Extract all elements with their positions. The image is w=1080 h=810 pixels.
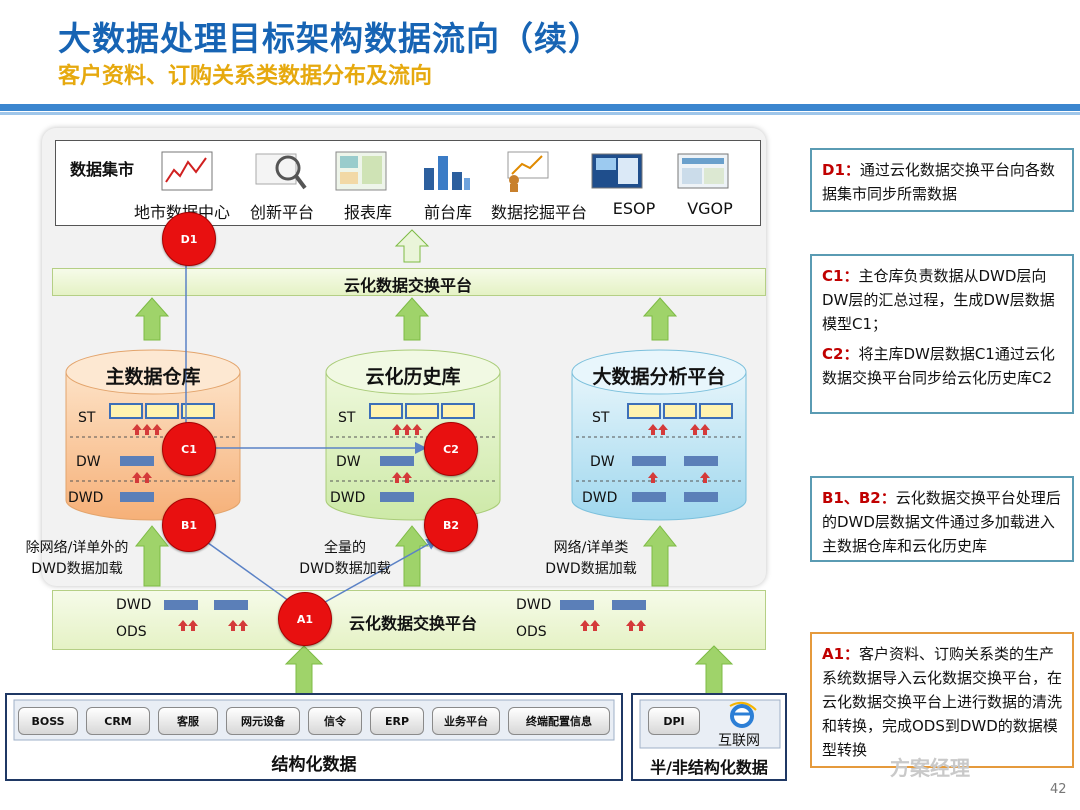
source-signaling: 信令 xyxy=(308,707,362,735)
note-b-text: 云化数据交换平台处理后的DWD层数据文件通过多加载进入主数据仓库和云化历史库 xyxy=(822,489,1061,555)
layer-ods-label: ODS xyxy=(116,624,147,640)
header-rule xyxy=(0,104,1080,111)
vgop-screen-icon xyxy=(677,153,729,189)
magnifier-icon xyxy=(255,153,307,190)
source-terminal-config: 终端配置信息 xyxy=(508,707,610,735)
bigdata-platform-title: 大数据分析平台 xyxy=(592,366,726,388)
note-c2-key: C2： xyxy=(822,345,859,363)
structured-data-label: 结构化数据 xyxy=(271,755,357,775)
mart-item-vgop: VGOP xyxy=(687,199,733,218)
note-d1: D1：通过云化数据交换平台向各数据集市同步所需数据 xyxy=(810,148,1074,212)
node-b2: B2 xyxy=(424,498,478,552)
caption-middle: 全量的 DWD数据加载 xyxy=(290,538,400,580)
layer-dwd-label: DWD xyxy=(516,597,552,613)
exchange-platform-top xyxy=(52,268,766,296)
note-a1: A1：客户资料、订购关系类的生产系统数据导入云化数据交换平台，在云化数据交换平台… xyxy=(810,632,1074,768)
exchange-platform-top-label: 云化数据交换平台 xyxy=(343,276,472,295)
mart-item-data-mining: 数据挖掘平台 xyxy=(490,203,587,222)
note-a1-key: A1： xyxy=(822,645,860,663)
building-chart-icon xyxy=(424,156,470,190)
line-chart-icon xyxy=(161,151,213,191)
node-c2: C2 xyxy=(424,422,478,476)
layer-dwd-label: DWD xyxy=(68,490,104,506)
caption-left-line1: 除网络/详单外的 xyxy=(25,540,129,556)
note-c1-text: 主仓库负责数据从DWD层向DW层的汇总过程，生成DW层数据模型C1； xyxy=(822,267,1055,333)
layer-st-label: ST xyxy=(592,410,610,426)
note-b1-b2: B1、B2：云化数据交换平台处理后的DWD层数据文件通过多加载进入主数据仓库和云… xyxy=(810,476,1074,562)
layer-dwd-label: DWD xyxy=(582,490,618,506)
note-d1-key: D1： xyxy=(822,161,860,179)
note-a1-text: 客户资料、订购关系类的生产系统数据导入云化数据交换平台，在云化数据交换平台上进行… xyxy=(822,645,1063,759)
watermark: 方案经理 xyxy=(890,756,970,780)
layer-st-label: ST xyxy=(338,410,356,426)
node-b1: B1 xyxy=(162,498,216,552)
node-c1: C1 xyxy=(162,422,216,476)
note-c1-key: C1： xyxy=(822,267,859,285)
caption-middle-line2: DWD数据加载 xyxy=(299,561,391,577)
page-subtitle: 客户资料、订购关系类数据分布及流向 xyxy=(58,64,433,89)
page-number: 42 xyxy=(1050,782,1067,797)
data-mart-label: 数据集市 xyxy=(70,160,135,179)
layer-dwd-label: DWD xyxy=(330,490,366,506)
caption-right: 网络/详单类 DWD数据加载 xyxy=(536,538,646,580)
main-warehouse-title: 主数据仓库 xyxy=(105,366,201,388)
node-a1: A1 xyxy=(278,592,332,646)
source-customer-service: 客服 xyxy=(158,707,218,735)
semi-structured-data-label: 半/非结构化数据 xyxy=(650,758,768,777)
caption-right-line1: 网络/详单类 xyxy=(553,540,629,556)
mart-item-esop: ESOP xyxy=(612,199,656,218)
layer-ods-label: ODS xyxy=(516,624,547,640)
caption-middle-line1: 全量的 xyxy=(324,540,366,556)
node-d1: D1 xyxy=(162,212,216,266)
caption-right-line2: DWD数据加载 xyxy=(545,561,637,577)
layer-dw-label: DW xyxy=(336,454,361,470)
mart-item-report-db: 报表库 xyxy=(343,203,392,222)
note-d1-text: 通过云化数据交换平台向各数据集市同步所需数据 xyxy=(822,161,1055,203)
layer-dwd-label: DWD xyxy=(116,597,152,613)
esop-screen-icon xyxy=(591,153,643,189)
page-title: 大数据处理目标架构数据流向（续） xyxy=(58,19,602,58)
note-c2-text: 将主库DW层数据C1通过云化数据交换平台同步给云化历史库C2 xyxy=(822,345,1055,387)
source-boss: BOSS xyxy=(18,707,78,735)
history-db-title: 云化历史库 xyxy=(365,366,461,388)
layer-dw-label: DW xyxy=(590,454,615,470)
note-b-key: B1、B2： xyxy=(822,489,896,507)
header-rule-light xyxy=(0,112,1080,115)
exchange-platform-bottom-label: 云化数据交换平台 xyxy=(348,614,477,633)
source-network-element: 网元设备 xyxy=(226,707,300,735)
internet-icon xyxy=(729,701,757,728)
report-icon xyxy=(335,151,387,191)
internet-label: 互联网 xyxy=(718,733,760,749)
note-c1-c2: C1：主仓库负责数据从DWD层向DW层的汇总过程，生成DW层数据模型C1； C2… xyxy=(810,254,1074,414)
source-erp: ERP xyxy=(370,707,424,735)
caption-left-line2: DWD数据加载 xyxy=(31,561,123,577)
layer-st-label: ST xyxy=(78,410,96,426)
layer-dw-label: DW xyxy=(76,454,101,470)
mart-item-innovation-platform: 创新平台 xyxy=(249,203,314,222)
mart-item-front-db: 前台库 xyxy=(423,203,472,222)
caption-left: 除网络/详单外的 DWD数据加载 xyxy=(22,538,132,580)
source-business-platform: 业务平台 xyxy=(432,707,500,735)
data-mining-icon xyxy=(507,151,549,192)
source-crm: CRM xyxy=(86,707,150,735)
source-dpi: DPI xyxy=(648,707,700,735)
